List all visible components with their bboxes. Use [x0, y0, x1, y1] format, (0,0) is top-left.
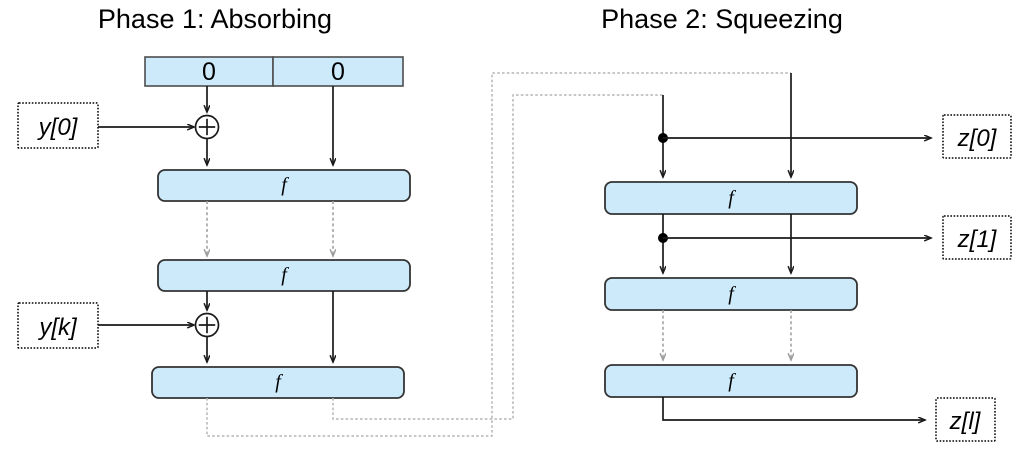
phase1-f-block-1-label: f [281, 264, 289, 286]
input-yk-label: y[k] [37, 314, 78, 341]
output-zl-label: z[l] [949, 408, 982, 435]
phase2-f-block-2-label: f [728, 370, 736, 392]
output-z0-box [942, 114, 1012, 159]
phase2-f-block-0-label: f [728, 187, 736, 209]
phase1-f-block-0-box [157, 169, 411, 202]
phase2-f-block-1: f [604, 277, 858, 311]
input-yk: y[k] [17, 302, 99, 349]
output-z0: z[0] [942, 114, 1012, 159]
initial-state-bar: 0 0 [144, 56, 404, 87]
phase2-f-block-1-label: f [728, 283, 736, 305]
phase2-f-block-0-box [604, 181, 858, 215]
xor-gate-1 [194, 114, 220, 140]
phase1-f-block-2-label: f [275, 371, 283, 393]
phase1-f-block-0: f [157, 169, 411, 202]
input-y0-label: y[0] [37, 114, 79, 141]
phase1-f-block-2: f [151, 366, 405, 399]
output-z0-label: z[0] [957, 125, 998, 152]
phase1-f-block-2-box [151, 366, 405, 399]
phase2-f-block-0: f [604, 181, 858, 215]
input-y0: y[0] [17, 102, 99, 149]
state-cell-capacity [272, 56, 404, 87]
state-cell-capacity-label: 0 [331, 58, 345, 86]
output-z1-label: z[1] [957, 226, 998, 253]
phase2-title: Phase 2: Squeezing [601, 4, 843, 34]
input-yk-box [17, 302, 99, 349]
output-zl: z[l] [935, 397, 996, 442]
feedback-path-rate [206, 72, 791, 437]
output-zl-box [935, 397, 996, 442]
phase2-f-block-2: f [604, 364, 858, 398]
state-cell-rate [144, 56, 274, 87]
wire-tap-zl [662, 397, 925, 420]
input-y0-box [17, 102, 99, 149]
phase2-f-block-1-box [604, 277, 858, 311]
phase2-f-block-2-box [604, 364, 858, 398]
output-z1: z[1] [942, 215, 1012, 260]
phase1-f-block-1-box [157, 259, 411, 292]
phase1-title: Phase 1: Absorbing [98, 4, 332, 34]
output-z1-box [942, 215, 1012, 260]
state-cell-rate-label: 0 [202, 58, 216, 86]
phase1-f-block-0-label: f [281, 174, 289, 196]
xor-gate-2 [194, 312, 220, 338]
phase1-f-block-1: f [157, 259, 411, 292]
